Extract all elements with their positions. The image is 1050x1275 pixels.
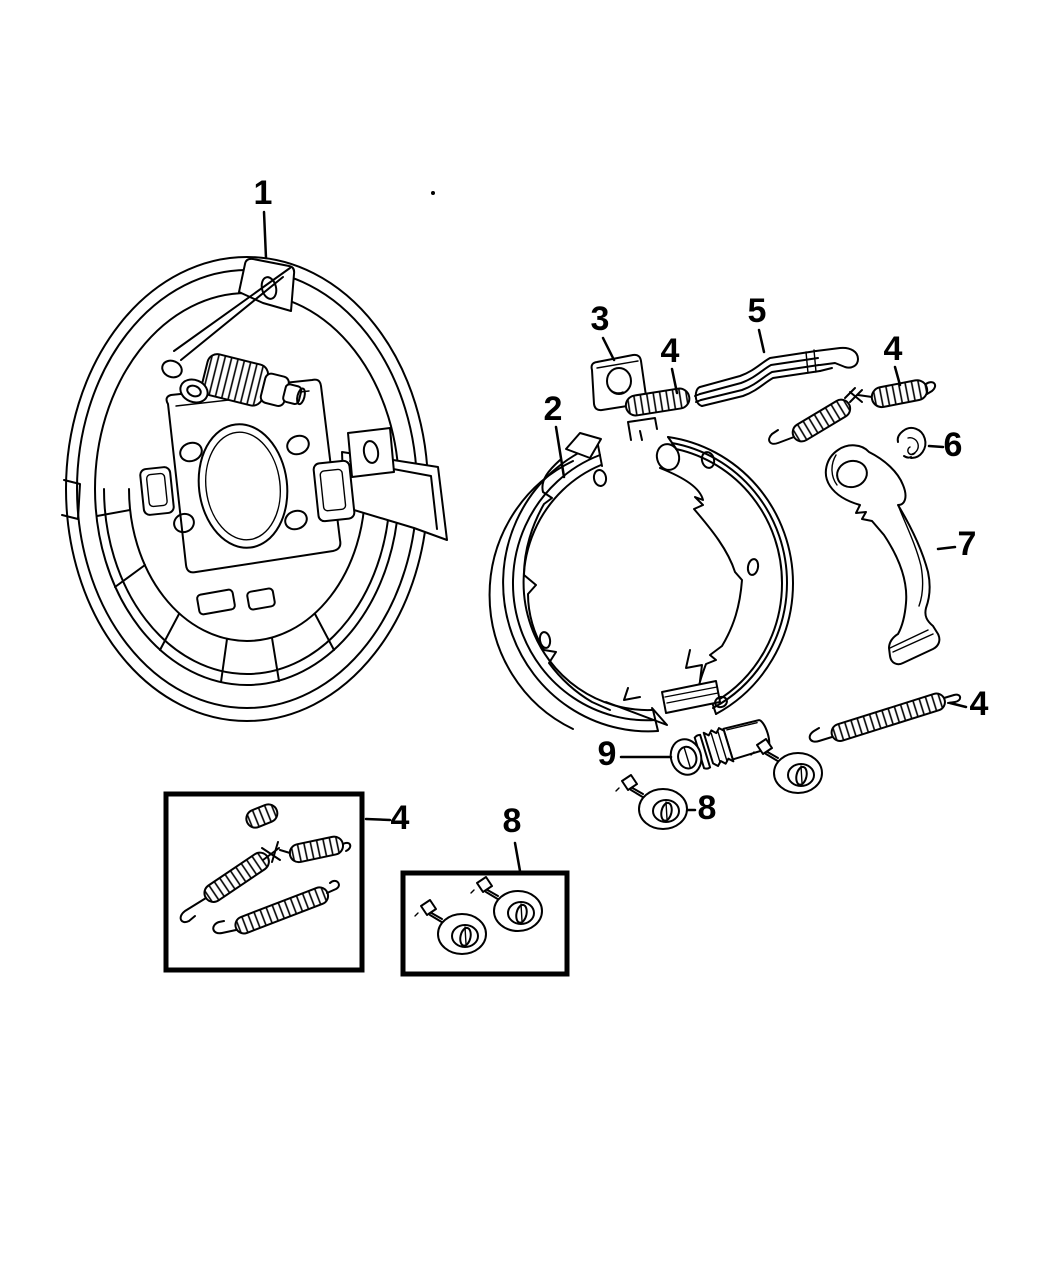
retaining-clip	[896, 427, 927, 460]
callout-1[interactable]: 1	[254, 174, 273, 212]
callout-8-pin[interactable]: 8	[698, 789, 717, 827]
callout-7[interactable]: 7	[958, 525, 977, 563]
callout-8-kit[interactable]: 8	[503, 802, 522, 840]
spring-kit-box	[163, 791, 365, 973]
spring-upper-right	[844, 379, 937, 409]
callout-4-kit[interactable]: 4	[391, 799, 410, 837]
strut	[694, 346, 859, 407]
park-brake-lever	[824, 444, 941, 666]
stray-dot	[431, 191, 435, 195]
spring-lower-right	[808, 692, 962, 743]
holddown-pin-a	[615, 774, 688, 830]
plate-spring-cluster	[200, 353, 306, 407]
callout-4-upper[interactable]: 4	[884, 330, 903, 368]
callout-4-front[interactable]: 4	[661, 332, 680, 370]
leader-lines	[262, 210, 968, 873]
callout-4-lower[interactable]: 4	[970, 685, 989, 723]
backing-plate	[61, 191, 448, 722]
spring-diagonal-mid	[768, 398, 852, 445]
pin-kit-box	[400, 870, 570, 977]
callout-2[interactable]: 2	[544, 390, 563, 428]
holddown-pin-b	[750, 738, 823, 794]
callout-6[interactable]: 6	[944, 426, 963, 464]
callout-9[interactable]: 9	[598, 735, 617, 773]
callout-5[interactable]: 5	[748, 292, 767, 330]
spring-small-front	[624, 387, 691, 417]
adjuster-screw	[669, 719, 771, 776]
brake-shoe-set	[488, 417, 795, 733]
callout-3[interactable]: 3	[591, 300, 610, 338]
